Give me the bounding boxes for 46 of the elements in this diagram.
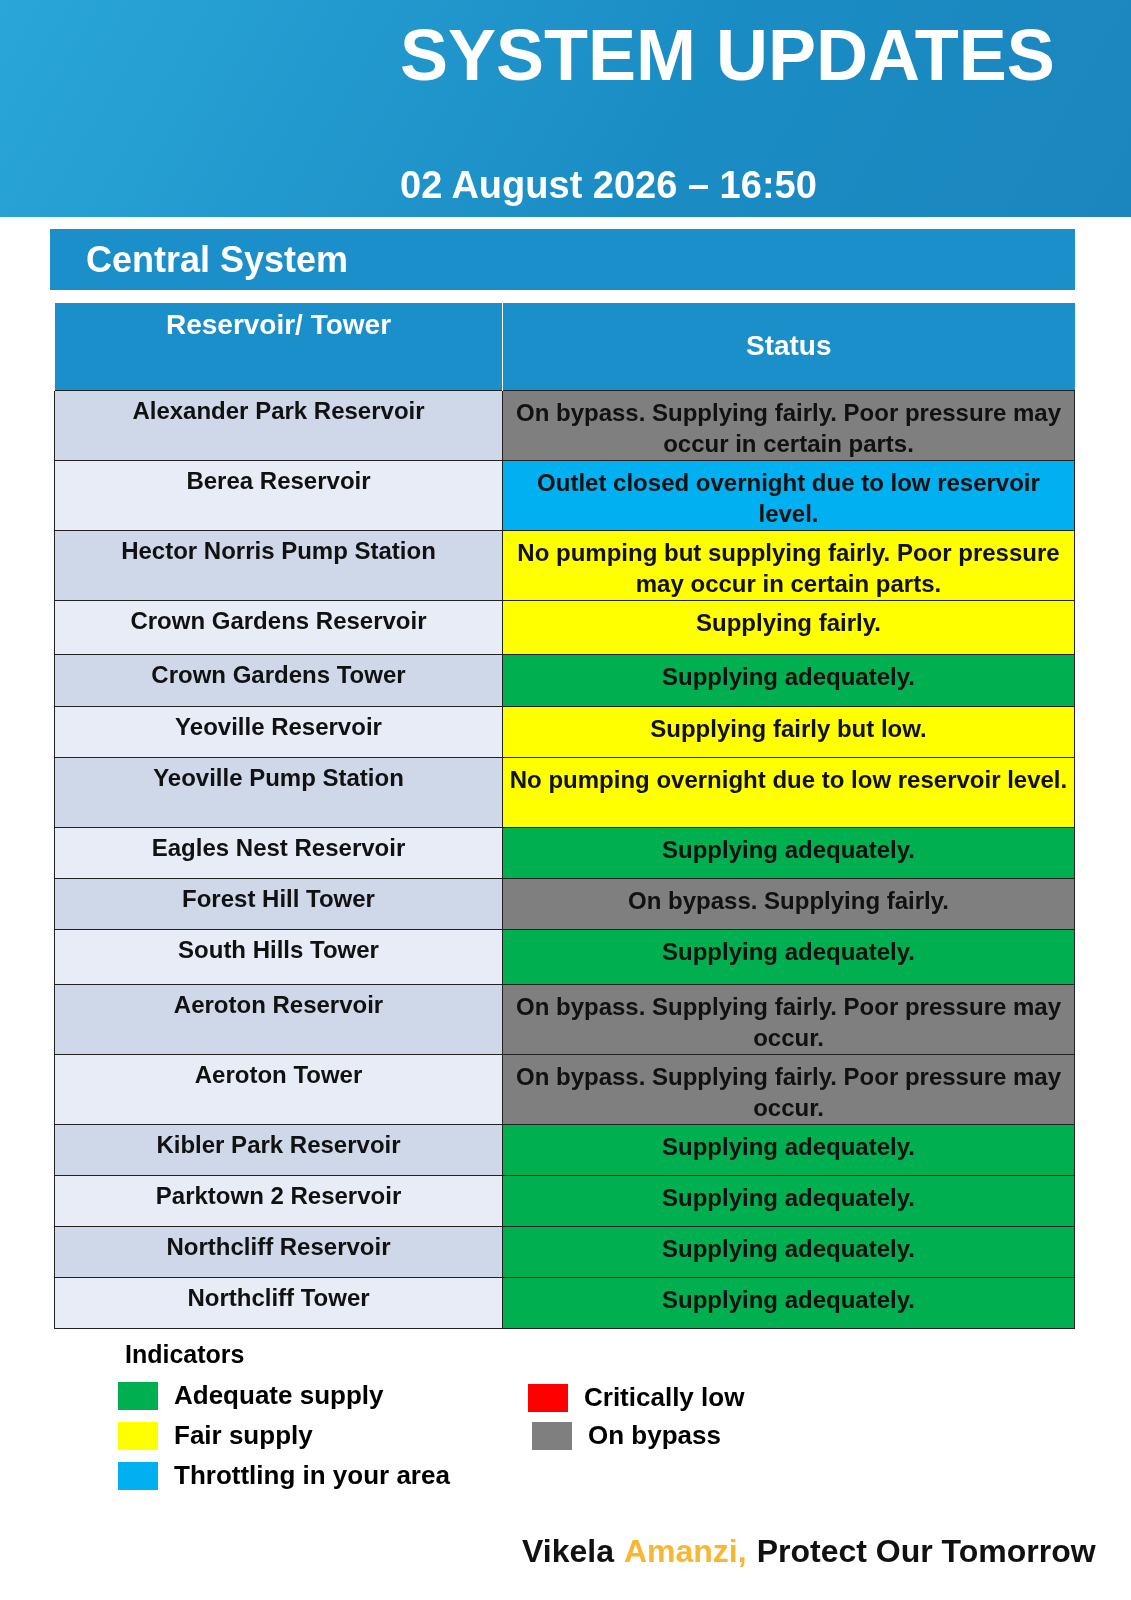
legend-label: Throttling in your area [174, 1460, 450, 1491]
status-cell: On bypass. Supplying fairly. Poor pressure may occur. [502, 984, 1075, 1055]
column-header: Reservoir/ Tower [54, 303, 503, 391]
table-cell: Alexander Park Reservoir [54, 390, 503, 461]
status-cell: Supplying adequately. [502, 654, 1075, 707]
section-heading: Central System [50, 229, 1075, 290]
table-cell: Yeoville Pump Station [54, 757, 503, 828]
table-cell: Forest Hill Tower [54, 878, 503, 930]
table-cell: Northcliff Tower [54, 1277, 503, 1329]
status-cell: No pumping but supplying fairly. Poor pressure may occur in certain parts. [502, 530, 1075, 601]
legend-label: Adequate supply [174, 1380, 384, 1411]
slogan-text: Vikela [522, 1533, 614, 1570]
table-cell: Hector Norris Pump Station [54, 530, 503, 601]
legend-label: Critically low [584, 1382, 745, 1413]
table-cell: Kibler Park Reservoir [54, 1124, 503, 1176]
status-cell: On bypass. Supplying fairly. Poor pressure may occur in certain parts. [502, 390, 1075, 461]
status-cell: Supplying fairly. [502, 600, 1075, 655]
status-cell: Supplying adequately. [502, 1277, 1075, 1329]
legend-heading: Indicators [125, 1340, 245, 1369]
table-cell: Parktown 2 Reservoir [54, 1175, 503, 1227]
title: SYSTEM UPDATES [400, 14, 1055, 96]
status-cell: Supplying adequately. [502, 1175, 1075, 1227]
legend-label: On bypass [588, 1420, 721, 1451]
table-cell: Eagles Nest Reservoir [54, 827, 503, 879]
table-cell: Aeroton Reservoir [54, 984, 503, 1055]
date-time: 02 August 2026 – 16:50 [400, 164, 817, 207]
status-cell: Supplying adequately. [502, 929, 1075, 985]
slogan-text: Protect Our Tomorrow [756, 1533, 1096, 1570]
table-cell: Yeoville Reservoir [54, 706, 503, 758]
table-cell: Crown Gardens Reservoir [54, 600, 503, 655]
table-cell: Aeroton Tower [54, 1054, 503, 1125]
status-cell: Supplying adequately. [502, 1124, 1075, 1176]
table-cell: Crown Gardens Tower [54, 654, 503, 707]
status-cell: Supplying adequately. [502, 1226, 1075, 1278]
table-cell: South Hills Tower [54, 929, 503, 985]
slogan-text: Amanzi, [623, 1533, 747, 1570]
status-cell: On bypass. Supplying fairly. Poor pressure may occur. [502, 1054, 1075, 1125]
status-cell: No pumping overnight due to low reservoir level. [502, 757, 1075, 828]
table-cell: Berea Reservoir [54, 460, 503, 531]
column-header: Status [502, 303, 1075, 391]
legend-label: Fair supply [174, 1420, 313, 1451]
table-cell: Northcliff Reservoir [54, 1226, 503, 1278]
status-cell: Supplying adequately. [502, 827, 1075, 879]
status-cell: On bypass. Supplying fairly. [502, 878, 1075, 930]
status-cell: Supplying fairly but low. [502, 706, 1075, 758]
status-cell: Outlet closed overnight due to low reservoir level. [502, 460, 1075, 531]
